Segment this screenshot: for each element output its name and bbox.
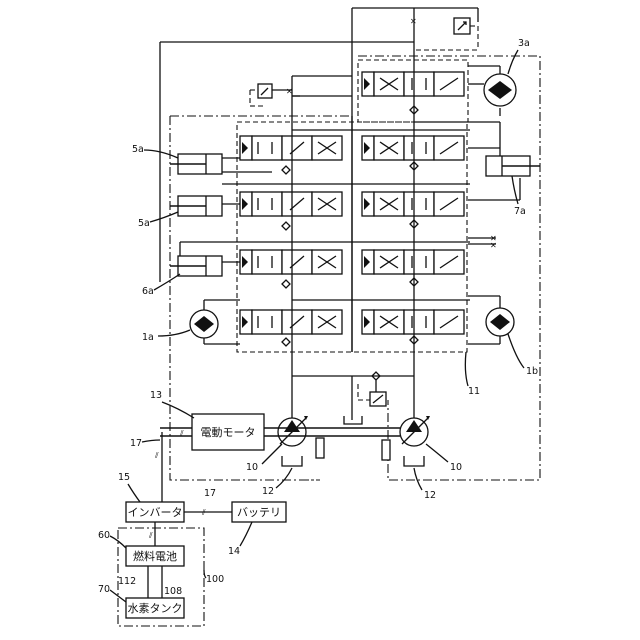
ref-108: 108	[164, 586, 182, 597]
pump-left	[278, 416, 324, 466]
motor-1b	[486, 308, 514, 336]
motor-1a	[190, 310, 218, 338]
battery-label: バッテリ	[237, 506, 281, 519]
ref-17-mid: 17	[204, 488, 216, 499]
ref-1b: 1b	[526, 366, 538, 377]
valve-row-4-left	[240, 310, 342, 334]
motor-3a	[484, 74, 516, 106]
valve-row-3-right	[362, 250, 464, 274]
electrical-system: ⫽ インバータ ⫽ バッテリ ⫽ 燃料電池 水素タンク	[126, 432, 286, 618]
ref-5a-lower: 5a	[138, 218, 150, 229]
ref-10-right: 10	[450, 462, 462, 473]
ref-6a: 6a	[142, 286, 154, 297]
svg-text:⫽: ⫽	[154, 451, 159, 460]
ref-13: 13	[150, 390, 162, 401]
valve-row-2-right	[362, 192, 464, 216]
svg-text:✕: ✕	[286, 87, 293, 96]
electric-motor-label: 電動モータ	[201, 425, 256, 439]
ref-70: 70	[98, 584, 110, 595]
pump-right	[382, 416, 430, 466]
valve-row-4-right	[362, 310, 464, 334]
ref-15: 15	[118, 472, 130, 483]
electric-motor-box: 電動モータ ⫽	[179, 414, 264, 450]
inverter-label: インバータ	[128, 506, 183, 519]
ref-60: 60	[98, 530, 110, 541]
hydrogen-tank-label: 水素タンク	[128, 602, 183, 615]
valve-row-1-left	[240, 136, 342, 160]
ref-17-left: 17	[130, 438, 142, 449]
cylinder-5a-lower	[170, 196, 222, 216]
ref-1a: 1a	[142, 332, 154, 343]
cylinder-5a-upper	[170, 154, 222, 174]
ref-112: 112	[118, 576, 136, 587]
ref-3a: 3a	[518, 38, 530, 49]
svg-text:✕: ✕	[490, 241, 497, 250]
ref-7a: 7a	[514, 206, 526, 217]
ref-14: 14	[228, 546, 240, 557]
valve-row-1-right	[362, 136, 464, 160]
valve-row-3-left	[240, 250, 342, 274]
ref-100: 100	[206, 574, 224, 585]
cylinder-7a	[486, 156, 540, 176]
ref-5a-upper: 5a	[132, 144, 144, 155]
hydraulic-lines: ✕ ✕ ✕	[180, 60, 520, 424]
cylinder-6a	[170, 256, 222, 276]
svg-text:⫽: ⫽	[148, 531, 153, 540]
ref-12-left: 12	[262, 486, 274, 497]
ref-12-right: 12	[424, 490, 436, 501]
svg-text:⫽: ⫽	[201, 508, 206, 517]
svg-text:⫽: ⫽	[179, 429, 184, 438]
fuel-cell-label: 燃料電池	[133, 549, 177, 563]
ref-11: 11	[468, 386, 480, 397]
ref-10-left: 10	[246, 462, 258, 473]
directional-valve	[362, 72, 464, 96]
valve-row-2-left	[240, 192, 342, 216]
